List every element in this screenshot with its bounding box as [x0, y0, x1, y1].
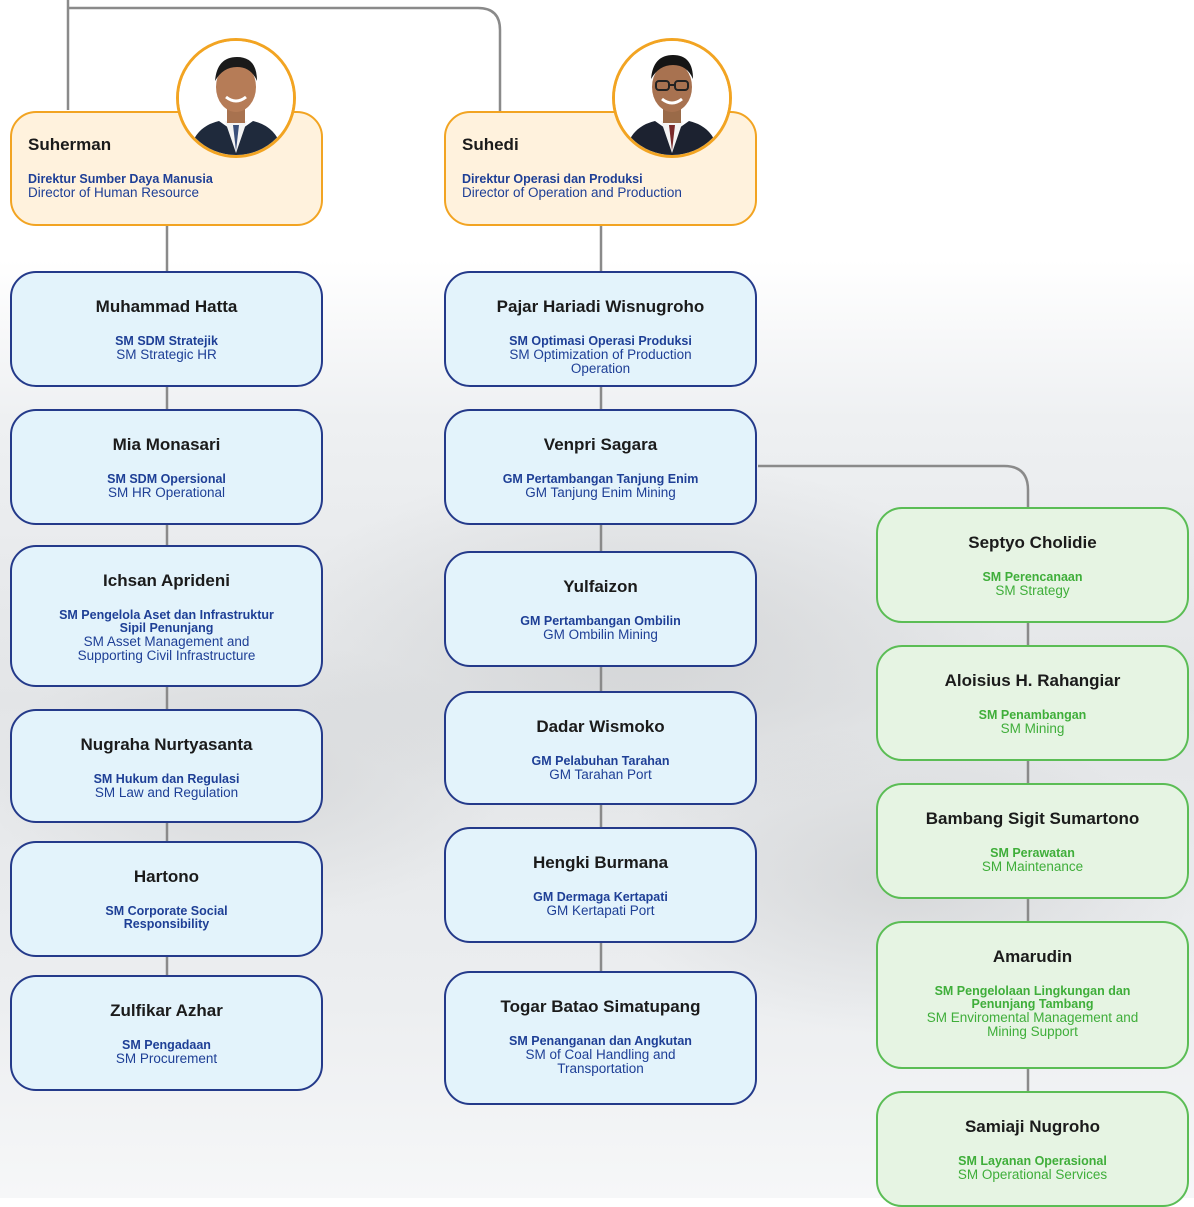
org-card-ops-6: Togar Batao Simatupang SM Penanganan dan…: [444, 971, 757, 1105]
person-name: Yulfaizon: [563, 577, 638, 596]
director-name: Suhedi: [462, 135, 519, 154]
position-title-id: GM Dermaga Kertapati: [533, 890, 668, 904]
person-name: Muhammad Hatta: [95, 297, 238, 316]
position-title-id: SM Pengelola Aset dan Infrastruktur Sipi…: [59, 608, 274, 635]
org-card-mining-1: Septyo Cholidie SM Perencanaan SM Strate…: [876, 507, 1189, 623]
person-name: Zulfikar Azhar: [110, 1001, 223, 1020]
position-title-en: SM Law and Regulation: [94, 785, 239, 800]
person-name: Venpri Sagara: [543, 435, 658, 454]
position-title-id: SM Hukum dan Regulasi: [93, 772, 240, 786]
org-card-ops-1: Pajar Hariadi Wisnugroho SM Optimasi Ope…: [444, 271, 757, 387]
org-card-ops-2: Venpri Sagara GM Pertambangan Tanjung En…: [444, 409, 757, 525]
position-title-id: SM Perawatan: [990, 846, 1075, 860]
position-title-en: GM Ombilin Mining: [543, 627, 658, 642]
org-card-hr-1: Muhammad Hatta SM SDM Stratejik SM Strat…: [10, 271, 323, 387]
person-name: Septyo Cholidie: [968, 533, 1097, 552]
connector-mining-branch: [758, 464, 1030, 508]
person-name: Bambang Sigit Sumartono: [925, 809, 1140, 828]
org-card-ops-3: Yulfaizon GM Pertambangan Ombilin GM Omb…: [444, 551, 757, 667]
person-name: Dadar Wismoko: [536, 717, 665, 736]
person-name: Pajar Hariadi Wisnugroho: [496, 297, 705, 316]
position-title-en: GM Tanjung Enim Mining: [525, 485, 676, 500]
person-name: Nugraha Nurtyasanta: [80, 735, 253, 754]
position-title-id: GM Pertambangan Tanjung Enim: [502, 472, 699, 486]
person-name: Ichsan Aprideni: [103, 571, 230, 590]
position-title-id: GM Pertambangan Ombilin: [520, 614, 681, 628]
person-name: Amarudin: [992, 947, 1073, 966]
org-card-hr-6: Zulfikar Azhar SM Pengadaan SM Procureme…: [10, 975, 323, 1091]
person-name: Samiaji Nugroho: [964, 1117, 1101, 1136]
position-title-en: SM of Coal Handling and Transportation: [525, 1047, 676, 1076]
position-title-id: SM Layanan Operasional: [958, 1154, 1107, 1168]
position-title-en: SM Operational Services: [957, 1167, 1108, 1182]
org-card-hr-4: Nugraha Nurtyasanta SM Hukum dan Regulas…: [10, 709, 323, 823]
org-card-hr-5: Hartono SM Corporate Social Responsibili…: [10, 841, 323, 957]
org-card-hr-2: Mia Monasari SM SDM Opersional SM HR Ope…: [10, 409, 323, 525]
position-title-id: SM Corporate Social Responsibility: [105, 904, 228, 931]
person-name: Mia Monasari: [112, 435, 221, 454]
director-title-id: Direktur Sumber Daya Manusia: [28, 172, 213, 186]
org-card-ops-5: Hengki Burmana GM Dermaga Kertapati GM K…: [444, 827, 757, 943]
position-title-id: SM Penanganan dan Angkutan: [509, 1034, 692, 1048]
position-title-en: SM Mining: [1000, 721, 1065, 736]
position-title-en: SM Enviromental Management and Mining Su…: [926, 1010, 1139, 1039]
director-title-en: Director of Human Resource: [28, 185, 200, 200]
position-title-en: GM Tarahan Port: [549, 767, 652, 782]
person-name: Aloisius H. Rahangiar: [944, 671, 1121, 690]
position-title-id: GM Pelabuhan Tarahan: [531, 754, 670, 768]
position-title-en: SM HR Operational: [107, 485, 226, 500]
director-title-en: Director of Operation and Production: [462, 185, 682, 200]
person-name: Hengki Burmana: [532, 853, 669, 872]
org-card-hr-3: Ichsan Aprideni SM Pengelola Aset dan In…: [10, 545, 323, 687]
position-title-en: SM Strategy: [995, 583, 1070, 598]
position-title-en: SM Strategic HR: [116, 347, 217, 362]
position-title-en: SM Optimization of Production Operation: [509, 347, 692, 376]
org-card-ops-4: Dadar Wismoko GM Pelabuhan Tarahan GM Ta…: [444, 691, 757, 805]
position-title-id: SM Pengelolaan Lingkungan dan Penunjang …: [934, 984, 1131, 1011]
org-card-mining-5: Samiaji Nugroho SM Layanan Operasional S…: [876, 1091, 1189, 1207]
person-name: Hartono: [133, 867, 200, 886]
org-card-mining-4: Amarudin SM Pengelolaan Lingkungan dan P…: [876, 921, 1189, 1069]
position-title-en: SM Procurement: [115, 1051, 218, 1066]
position-title-id: SM Pengadaan: [122, 1038, 211, 1052]
connector-top-right: [68, 6, 502, 112]
position-title-id: SM Perencanaan: [982, 570, 1083, 584]
org-card-mining-2: Aloisius H. Rahangiar SM Penambangan SM …: [876, 645, 1189, 761]
org-card-mining-3: Bambang Sigit Sumartono SM Perawatan SM …: [876, 783, 1189, 899]
position-title-id: SM Penambangan: [978, 708, 1087, 722]
position-title-id: SM Optimasi Operasi Produksi: [509, 334, 692, 348]
person-name: Togar Batao Simatupang: [500, 997, 701, 1016]
position-title-en: GM Kertapati Port: [546, 903, 655, 918]
director-name: Suherman: [28, 135, 112, 154]
position-title-id: SM SDM Stratejik: [115, 334, 218, 348]
portrait-photo-suhedi: [612, 38, 732, 158]
position-title-id: SM SDM Opersional: [107, 472, 226, 486]
position-title-en: SM Maintenance: [981, 859, 1084, 874]
portrait-photo-suherman: [176, 38, 296, 158]
director-title-id: Direktur Operasi dan Produksi: [462, 172, 643, 186]
position-title-en: SM Asset Management and Supporting Civil…: [77, 634, 256, 663]
